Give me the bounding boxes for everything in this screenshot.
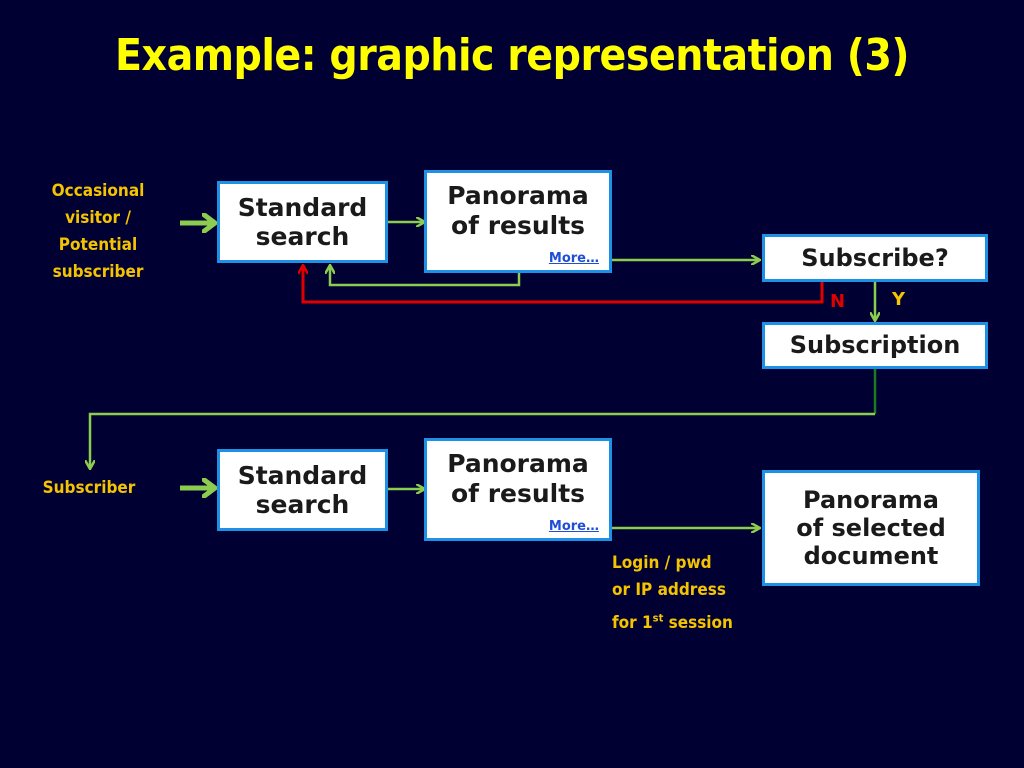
box-line: of selected bbox=[796, 513, 946, 542]
actor-line-1: Occasional bbox=[51, 181, 145, 201]
login-note-line-3: for 1st session bbox=[612, 611, 733, 633]
arrow-no-back-to-search bbox=[303, 266, 824, 304]
arrow-subscription-to-subscriber bbox=[90, 412, 875, 468]
subscriber-label: Subscriber bbox=[42, 478, 136, 498]
box-line: Standard bbox=[237, 192, 368, 222]
box-line: Subscribe? bbox=[801, 243, 949, 272]
actor-line-4: subscriber bbox=[52, 262, 144, 282]
box-line: search bbox=[255, 490, 350, 519]
panorama-results-box-bottom[interactable]: Panorama of results More… bbox=[424, 438, 612, 541]
panorama-selected-document-box[interactable]: Panorama of selected document bbox=[762, 470, 980, 586]
box-line: Panorama bbox=[447, 449, 589, 478]
box-line: document bbox=[803, 542, 939, 571]
box-line: of results bbox=[450, 210, 586, 240]
note-text: for 1 bbox=[612, 612, 653, 633]
arrow-panorama-loop-back bbox=[330, 266, 521, 287]
box-line: Standard bbox=[237, 460, 368, 490]
note-text: session bbox=[663, 612, 733, 633]
actor-line-3: Potential bbox=[58, 235, 138, 255]
no-label: N bbox=[830, 291, 846, 312]
box-line: of results bbox=[450, 478, 586, 508]
standard-search-box-bottom[interactable]: Standard search bbox=[217, 449, 388, 531]
subscription-box[interactable]: Subscription bbox=[762, 322, 988, 369]
note-superscript: st bbox=[652, 611, 664, 624]
actor-line-2: visitor / bbox=[65, 208, 131, 228]
panorama-results-box-top[interactable]: Panorama of results More… bbox=[424, 170, 612, 273]
box-line: Subscription bbox=[789, 331, 961, 360]
slide-title: Example: graphic representation (3) bbox=[115, 30, 910, 81]
login-note: Login / pwd or IP address for 1st sessio… bbox=[612, 550, 733, 637]
box-line: Panorama bbox=[447, 181, 589, 210]
yes-label: Y bbox=[892, 289, 906, 310]
login-note-line-1: Login / pwd bbox=[612, 553, 712, 573]
standard-search-box-top[interactable]: Standard search bbox=[217, 181, 388, 263]
box-line: search bbox=[255, 222, 350, 251]
more-link-bottom[interactable]: More… bbox=[548, 518, 599, 534]
more-link-top[interactable]: More… bbox=[548, 250, 599, 266]
occasional-visitor-label: Occasional visitor / Potential subscribe… bbox=[36, 178, 160, 286]
login-note-line-2: or IP address bbox=[612, 580, 726, 600]
subscribe-decision-box[interactable]: Subscribe? bbox=[762, 234, 988, 282]
box-line: Panorama bbox=[803, 485, 939, 514]
